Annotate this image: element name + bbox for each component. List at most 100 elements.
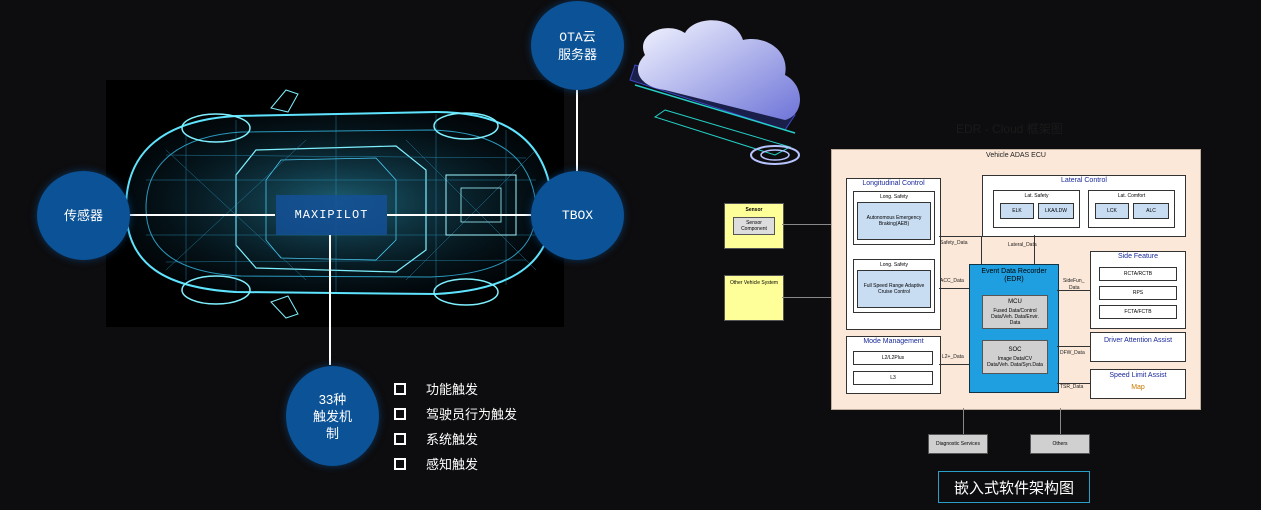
longitudinal-control-box: Longitudinal Control Long. Safety Autono… — [846, 178, 941, 330]
sensor-node: 传感器 — [37, 171, 130, 260]
ota-label-line1: OTA云 — [559, 29, 596, 45]
lka-block: LKA/LDW — [1038, 203, 1074, 219]
sensor-box-title: Sensor — [745, 207, 763, 213]
other-vehicle-box: Other Vehicle System — [724, 275, 784, 321]
rcta-block: RCTA/RCTB — [1099, 267, 1177, 281]
speed-limit-map: Map — [1131, 384, 1145, 391]
checkbox-icon — [394, 407, 406, 420]
arrow-acc — [939, 288, 969, 289]
other-vehicle-label: Other Vehicle System — [729, 280, 779, 286]
label-sidefun-2: Data — [1069, 285, 1080, 291]
mode-management-box: Mode Management L2/L2Plus L3 — [846, 336, 941, 394]
label-sidefun-1: SideFun_ — [1063, 278, 1085, 284]
ota-server-node: OTA云 服务器 — [531, 1, 624, 90]
lat-comfort-box: Lat. Comfort LCK ALC — [1088, 190, 1175, 228]
soc-desc-1: Image Data/CV — [997, 355, 1033, 362]
mcu-desc-3: Data — [1009, 319, 1021, 326]
acc-block: Full Speed Range Adaptive Cruise Control — [857, 270, 931, 308]
label-l2-data: L2+_Data — [942, 354, 964, 360]
triggers-node: 33种 触发机 制 — [286, 366, 379, 466]
edr-block: Event Data Recorder (EDR) MCU Fused Data… — [969, 264, 1059, 393]
trigger-item-label: 功能触发 — [426, 382, 479, 397]
trigger-item: 系统触发 — [394, 426, 517, 451]
driver-attention-title: Driver Attention Assist — [1103, 337, 1173, 344]
sensor-label: 传感器 — [63, 208, 103, 223]
fcta-block: FCTA/FCTB — [1099, 305, 1177, 319]
tbox-label: TBOX — [561, 208, 594, 223]
side-feature-title: Side Feature — [1117, 253, 1159, 260]
aeb-block: Autonomous Emergency Braking(AEB) — [857, 202, 931, 240]
label-dfw-data: DFW_Data — [1060, 350, 1085, 356]
long-safety-title-1: Long. Safety — [879, 194, 909, 200]
mcu-block: MCU Fused Data/Control Data/Veh. Data/En… — [982, 295, 1048, 329]
diagnostic-services-box: Diagnostic Services — [928, 434, 988, 454]
adas-ecu-diagram: Vehicle ADAS ECU Longitudinal Control Lo… — [831, 149, 1201, 410]
line-maxipilot-triggers — [329, 235, 331, 365]
l3-block: L3 — [853, 371, 933, 385]
line-diag — [963, 408, 964, 434]
others-box: Others — [1030, 434, 1090, 454]
arrow-tsr — [1057, 383, 1090, 384]
soc-block: SOC Image Data/CV Data/Veh. Data/Syn.Dat… — [982, 340, 1048, 374]
lat-comfort-title: Lat. Comfort — [1117, 193, 1146, 199]
checkbox-icon — [394, 457, 406, 470]
rps-block: RPS — [1099, 286, 1177, 300]
checkbox-icon — [394, 432, 406, 445]
trigger-item: 感知触发 — [394, 451, 517, 476]
line-ota-tbox — [576, 85, 578, 178]
triggers-label-line3: 制 — [325, 425, 339, 441]
label-tsr-data: TSR_Data — [1060, 384, 1084, 390]
cloud-icon — [629, 20, 800, 165]
trigger-item-label: 感知触发 — [426, 457, 479, 472]
embedded-software-caption: 嵌入式软件架构图 — [938, 471, 1090, 503]
arrow-safety-down — [981, 236, 982, 264]
trigger-item: 驾驶员行为触发 — [394, 401, 517, 426]
ota-label-line2: 服务器 — [557, 46, 597, 62]
tbox-node: TBOX — [531, 171, 624, 260]
arrow-safety — [939, 236, 981, 237]
mcu-desc-1: Fused Data/Control — [993, 307, 1037, 314]
l2-block: L2/L2Plus — [853, 351, 933, 365]
trigger-list: 功能触发 驾驶员行为触发 系统触发 感知触发 — [394, 376, 517, 476]
label-safety-data: Safety_Data — [940, 240, 968, 246]
arrow-sidefun — [1057, 290, 1090, 291]
long-safety-title-2: Long. Safety — [879, 262, 909, 268]
line-sensor-maxipilot — [125, 214, 275, 216]
mcu-title: MCU — [1008, 298, 1022, 305]
lateral-control-box: Lateral Control Lat. Safety ELK LKA/LDW … — [982, 175, 1186, 237]
soc-title: SOC — [1008, 346, 1022, 353]
triggers-label-line1: 33种 — [318, 391, 347, 407]
soc-desc-2: Data/Veh. Data/Syn.Data — [987, 361, 1043, 368]
sensor-component: Sensor Component — [733, 217, 775, 235]
lck-block: LCK — [1095, 203, 1129, 219]
side-feature-box: Side Feature RCTA/RCTB RPS FCTA/FCTB — [1090, 251, 1186, 329]
lateral-title: Lateral Control — [1061, 177, 1107, 184]
elk-block: ELK — [1000, 203, 1034, 219]
long-safety-box-1: Long. Safety Autonomous Emergency Brakin… — [853, 191, 935, 245]
alc-block: ALC — [1133, 203, 1169, 219]
maxipilot-label: MAXIPILOT — [276, 195, 387, 235]
label-lateral-data: Lateral_Data — [1008, 242, 1037, 248]
cloud-framework-title: EDR - Cloud 框架图 — [956, 122, 1063, 136]
arrow-other-vehicle — [782, 297, 832, 298]
label-acc-data: ACC_Data — [940, 278, 964, 284]
arrow-l2 — [939, 364, 969, 365]
arrow-dfw — [1057, 346, 1090, 347]
ecu-title: Vehicle ADAS ECU — [986, 152, 1046, 159]
speed-limit-title: Speed Limit Assist — [1109, 372, 1167, 379]
sensor-box: Sensor Sensor Component — [724, 203, 784, 249]
lat-safety-title: Lat. Safety — [1024, 193, 1049, 199]
driver-attention-box: Driver Attention Assist — [1090, 332, 1186, 362]
trigger-item: 功能触发 — [394, 376, 517, 401]
trigger-item-label: 系统触发 — [426, 432, 479, 447]
mode-management-title: Mode Management — [863, 338, 924, 345]
lat-safety-box: Lat. Safety ELK LKA/LDW — [993, 190, 1080, 228]
speed-limit-box: Speed Limit Assist Map — [1090, 369, 1186, 399]
trigger-item-label: 驾驶员行为触发 — [426, 407, 518, 422]
arrow-lateral-down — [1034, 235, 1035, 264]
line-maxipilot-tbox — [387, 214, 537, 216]
edr-title-line2: (EDR) — [1004, 276, 1024, 283]
edr-title-line1: Event Data Recorder — [981, 268, 1047, 275]
checkbox-icon — [394, 382, 406, 395]
long-safety-box-2: Long. Safety Full Speed Range Adaptive C… — [853, 259, 935, 313]
